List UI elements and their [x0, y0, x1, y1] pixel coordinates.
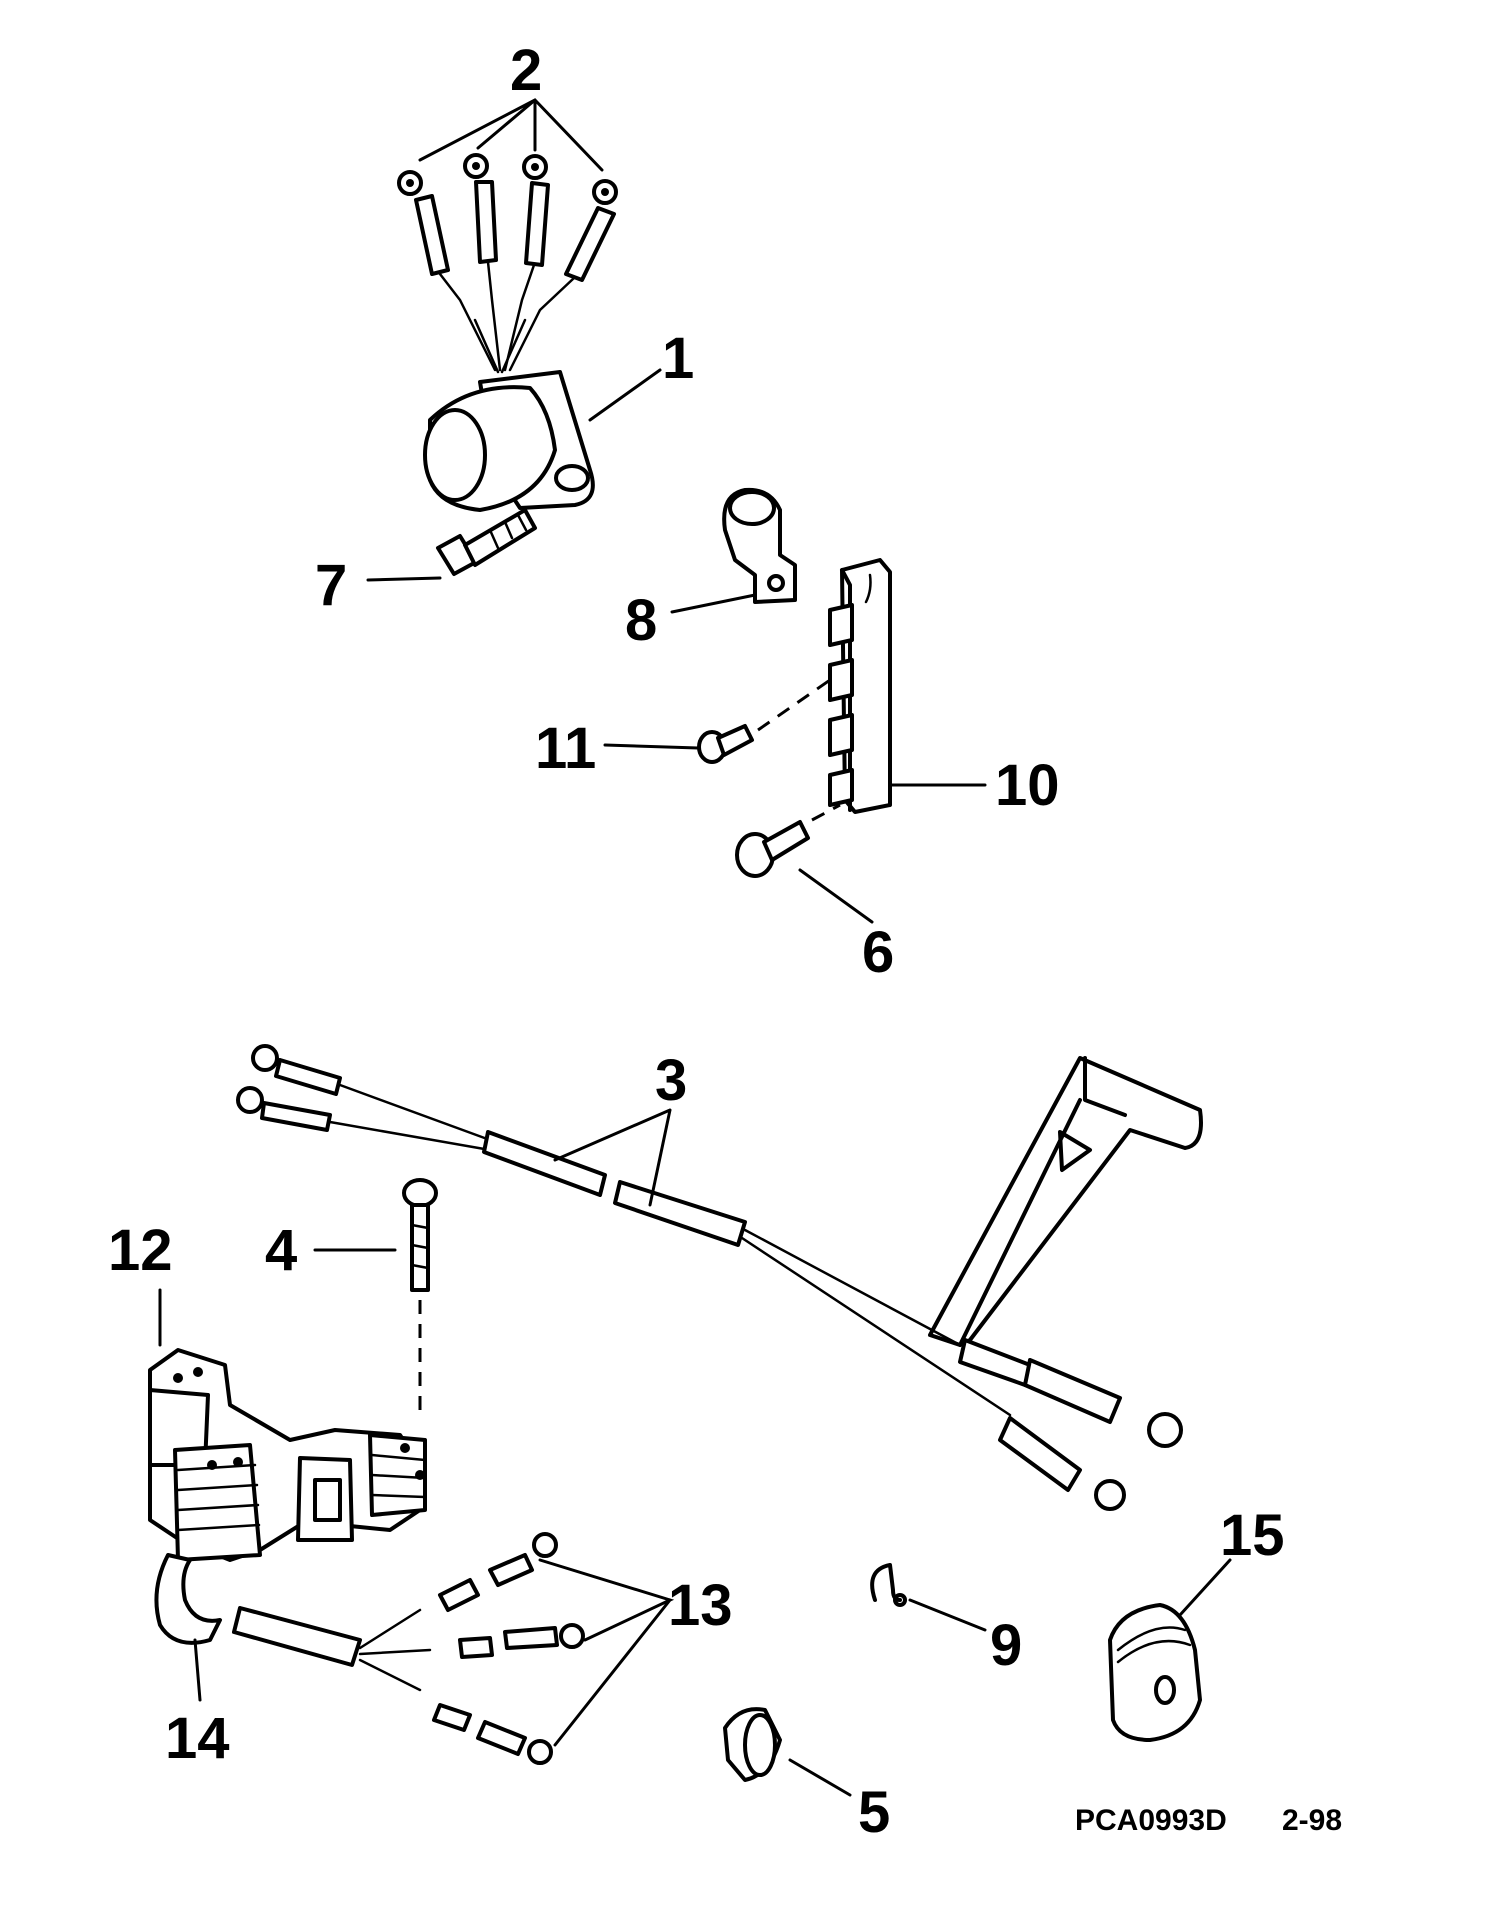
callout-5: 5 [858, 1780, 890, 1845]
part-12-stator [148, 1348, 427, 1562]
figure-code: PCA0993D [1075, 1804, 1227, 1837]
part-2-wire-terminals [397, 153, 618, 374]
part-13-wire-terminals [358, 1532, 585, 1765]
callout-12: 12 [108, 1218, 173, 1283]
part-9-clip [870, 1563, 907, 1607]
part-4-screw [402, 1178, 438, 1420]
part-10-terminal-block [828, 558, 892, 814]
callout-10: 10 [995, 753, 1060, 818]
callout-9: 9 [990, 1613, 1022, 1678]
part-1-solenoid [423, 370, 595, 512]
part-11-screw [697, 678, 831, 764]
callout-15: 15 [1220, 1503, 1285, 1568]
callout-labels: 1 2 3 4 5 6 7 8 9 10 11 12 13 14 15 [108, 38, 1285, 1845]
callout-2: 2 [510, 38, 542, 103]
part-14-coil-lead [154, 1553, 362, 1667]
leader-lines [158, 98, 1232, 1797]
callout-8: 8 [625, 588, 657, 653]
callout-14: 14 [165, 1706, 230, 1771]
callout-4: 4 [265, 1218, 297, 1283]
figure-date: 2-98 [1282, 1804, 1342, 1837]
callout-7: 7 [315, 553, 347, 618]
callout-6: 6 [862, 920, 894, 985]
figure-reference: PCA0993D 2-98 [1075, 1804, 1342, 1837]
part-15-grommet [1108, 1603, 1202, 1742]
part-8-clamp [722, 487, 797, 604]
part-7-bolt [436, 508, 537, 576]
part-6-screw [735, 803, 841, 878]
callout-11: 11 [535, 716, 596, 781]
callout-1: 1 [662, 326, 694, 391]
part-5-grommet [723, 1707, 782, 1782]
callout-3: 3 [655, 1048, 687, 1113]
part-3-harness [236, 1044, 1203, 1511]
callout-13: 13 [668, 1573, 733, 1638]
